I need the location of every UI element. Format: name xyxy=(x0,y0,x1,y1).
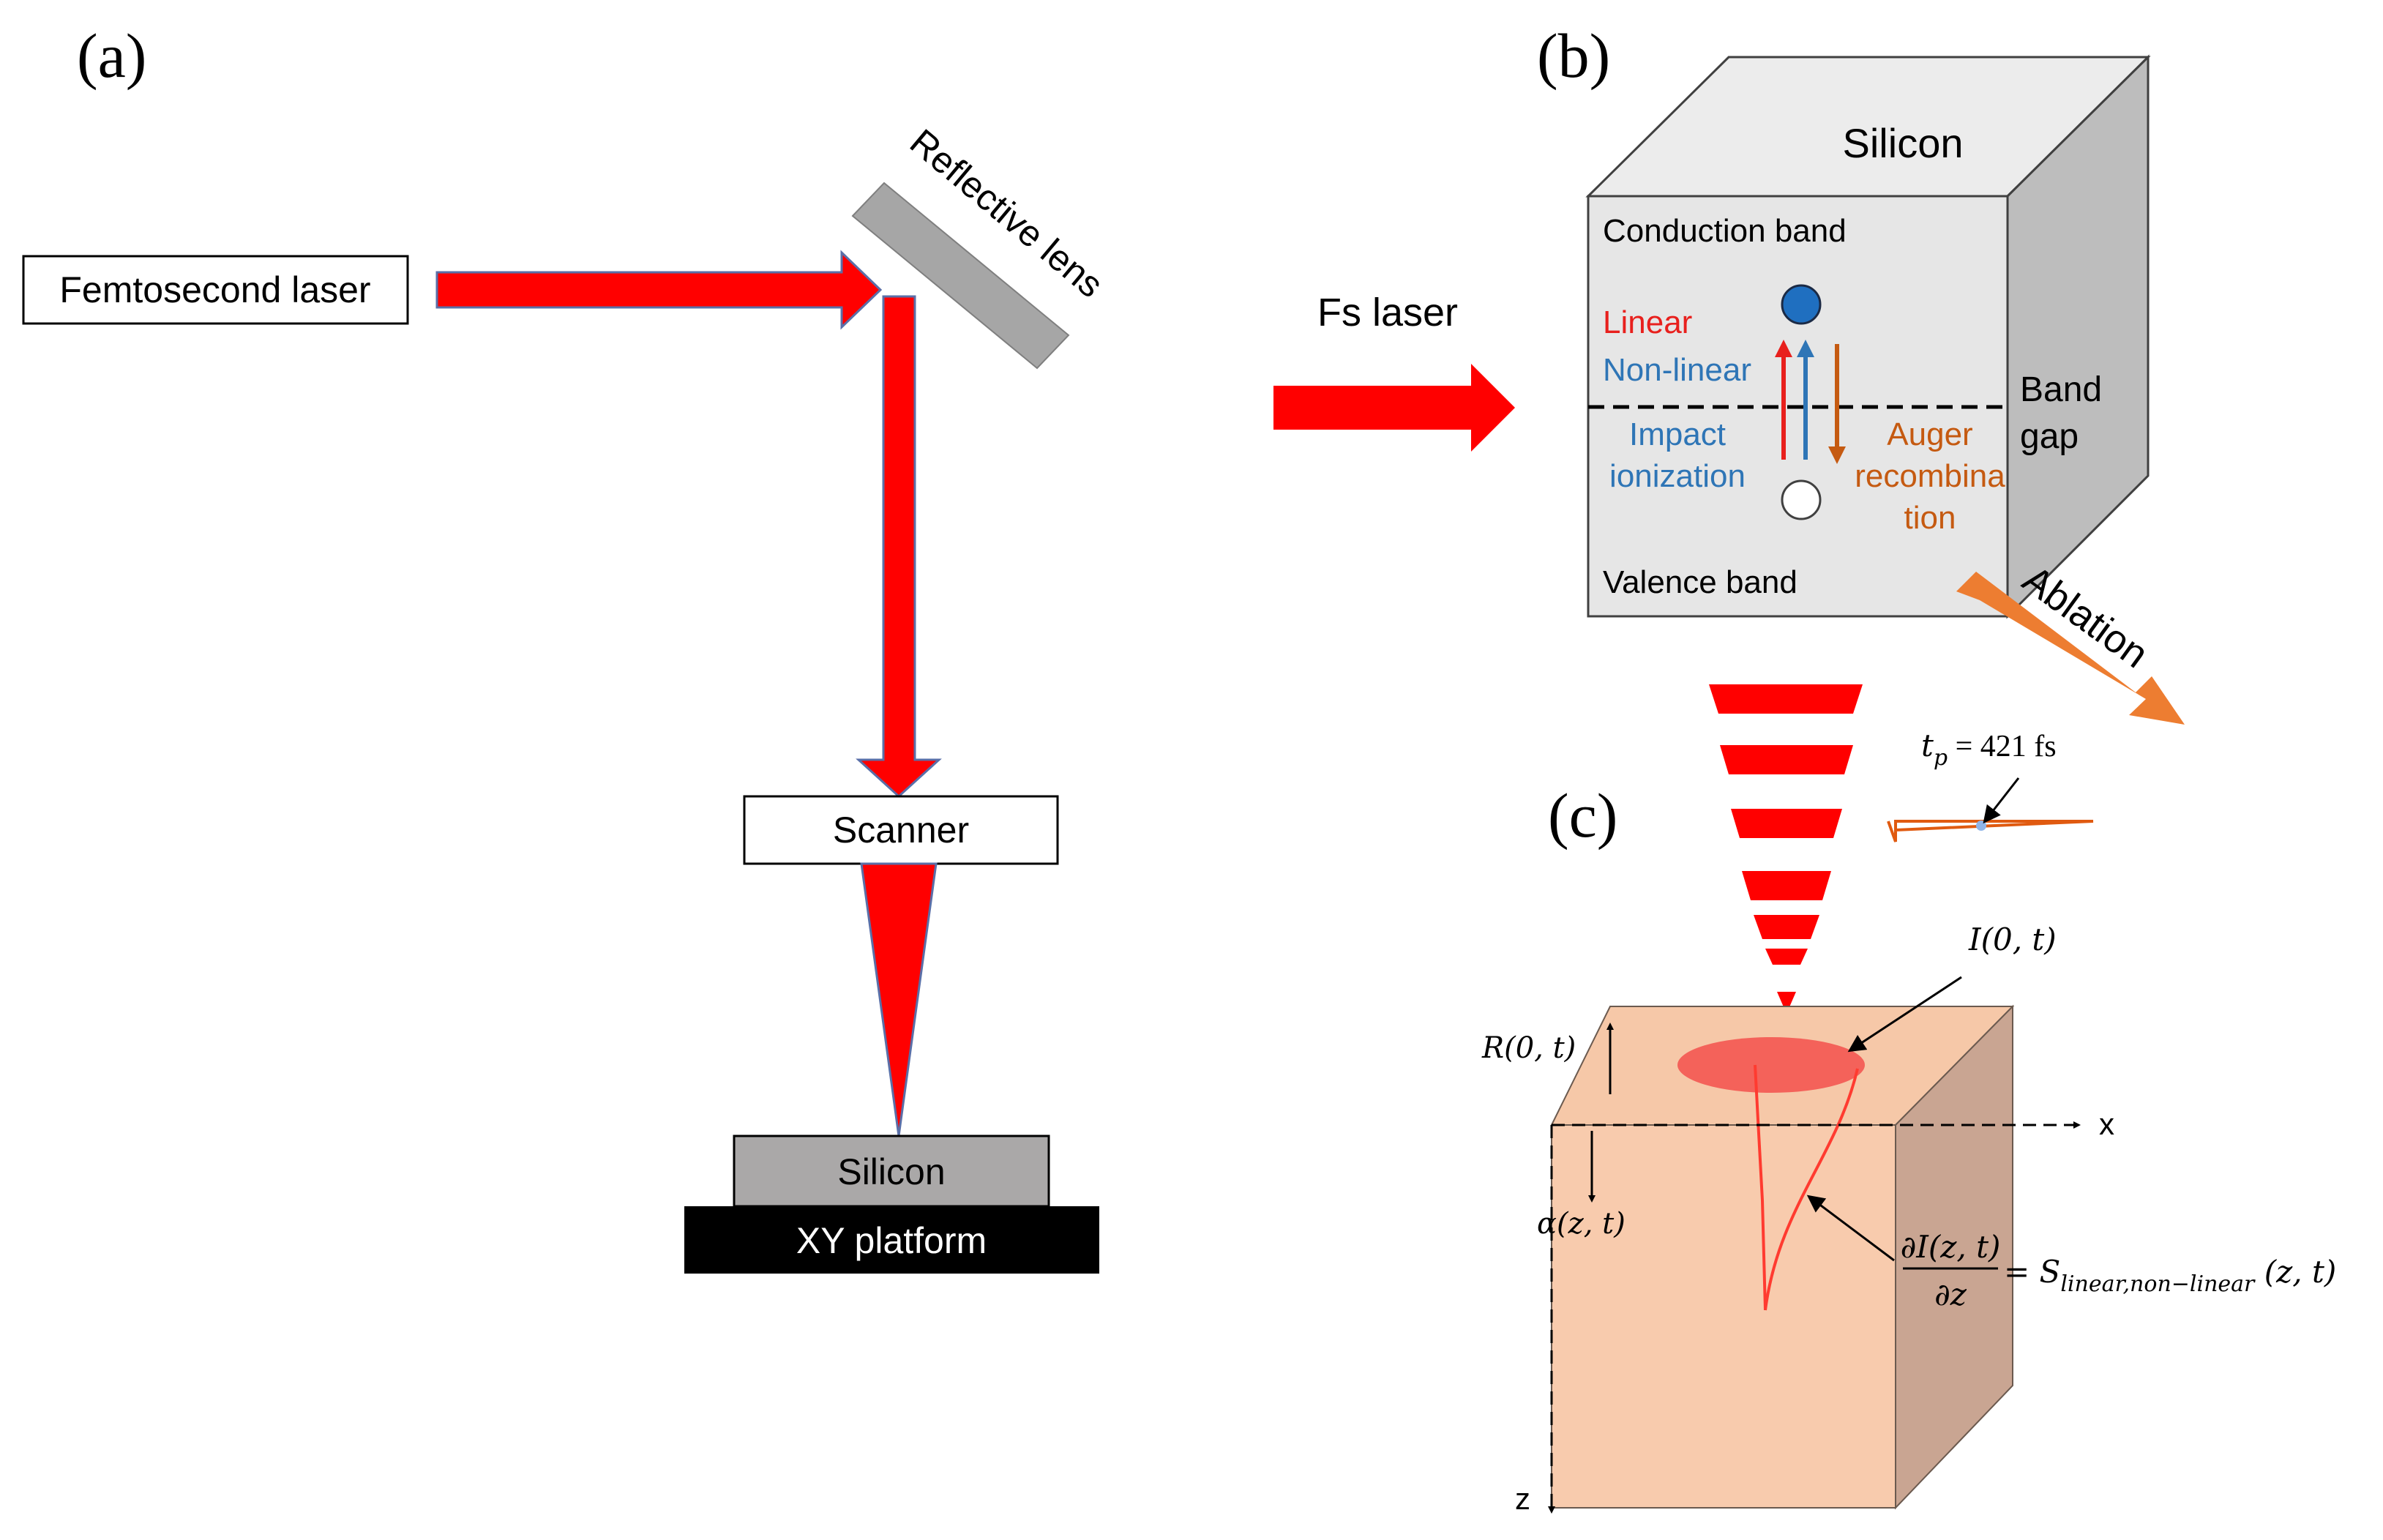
impact-label-1: Impact xyxy=(1629,416,1726,452)
panel-c-label: (c) xyxy=(1548,780,1617,851)
pulse-stripe-1 xyxy=(1709,684,1863,714)
band-gap-label-2: gap xyxy=(2020,417,2079,456)
conduction-band-label: Conduction band xyxy=(1603,213,1847,249)
pulse-shape xyxy=(1887,820,2094,842)
panel-a-label: (a) xyxy=(77,20,146,91)
intensity-decay-curve xyxy=(1754,1064,1767,1311)
pulse-stripe-5 xyxy=(1754,915,1819,939)
beam-spot xyxy=(1677,1037,1865,1093)
platform-label: XY platform xyxy=(796,1220,987,1261)
panel-b-label: (b) xyxy=(1537,20,1610,91)
intensity-label: I(0, t) xyxy=(1968,922,2057,957)
scanner-label: Scanner xyxy=(833,810,969,851)
band-gap-label-1: Band xyxy=(2020,370,2102,409)
panel-a: (a) Femtosecond laser Reflective lens Sc… xyxy=(22,20,1111,1274)
ablation-arrow xyxy=(1956,572,2185,725)
pulse-width-label: tp = 421 fs xyxy=(1921,728,2057,771)
intensity-decay-curve-2 xyxy=(1764,1068,1859,1311)
sample-front-face xyxy=(1551,1124,1896,1509)
equation-pointer xyxy=(1806,1195,1895,1262)
equation-rhs: = Slinear,non−linear (z, t) xyxy=(2004,1254,2336,1297)
beam-horizontal-arrow xyxy=(435,250,883,330)
impact-label-2: ionization xyxy=(1609,458,1746,494)
pulse-stripe-2 xyxy=(1720,745,1853,774)
pulse-tip xyxy=(1777,992,1796,1014)
electron-dot xyxy=(1781,284,1822,325)
laser-box xyxy=(22,255,409,325)
auger-label-1: Auger xyxy=(1887,416,1972,452)
xy-platform xyxy=(684,1206,1099,1274)
silicon-label: Silicon xyxy=(837,1151,945,1192)
equation-denominator: ∂z xyxy=(1934,1277,1967,1312)
pulse-stripe-4 xyxy=(1742,871,1831,900)
fs-laser-label: Fs laser xyxy=(1317,291,1458,334)
pulse-stripe-6 xyxy=(1765,949,1808,965)
silicon-sample xyxy=(733,1135,1050,1208)
panel-c: (c) tp = 421 fs x z R(0, t) xyxy=(1481,684,2336,1516)
auger-label-3: tion xyxy=(1904,500,1956,536)
reflective-mirror xyxy=(851,182,1070,370)
beam-vertical-arrow xyxy=(856,295,942,799)
absorption-label: α(z, t) xyxy=(1537,1207,1626,1241)
equation-numerator: ∂I(z, t) xyxy=(1901,1229,2001,1265)
fs-laser-arrow xyxy=(1273,364,1515,452)
x-axis-label: x xyxy=(2099,1107,2114,1141)
hole-circle xyxy=(1781,479,1822,520)
z-axis-label: z xyxy=(1515,1481,1530,1516)
pulse-pointer xyxy=(1983,777,2020,824)
cube-title: Silicon xyxy=(1843,120,1964,166)
linear-label: Linear xyxy=(1603,304,1692,340)
pulse-stripe-3 xyxy=(1731,809,1842,838)
nonlinear-label: Non-linear xyxy=(1603,352,1751,388)
valence-band-label: Valence band xyxy=(1603,564,1797,600)
panel-b: (b) Fs laser Silicon Conduction band Val… xyxy=(1273,20,2185,725)
laser-label: Femtosecond laser xyxy=(59,269,370,310)
pulse-center-dot xyxy=(1976,821,1986,831)
intensity-pointer xyxy=(1847,976,1962,1053)
auger-label-2: recombina xyxy=(1855,458,2005,494)
reflection-label: R(0, t) xyxy=(1481,1031,1576,1065)
focused-beam-cone xyxy=(860,862,938,1137)
